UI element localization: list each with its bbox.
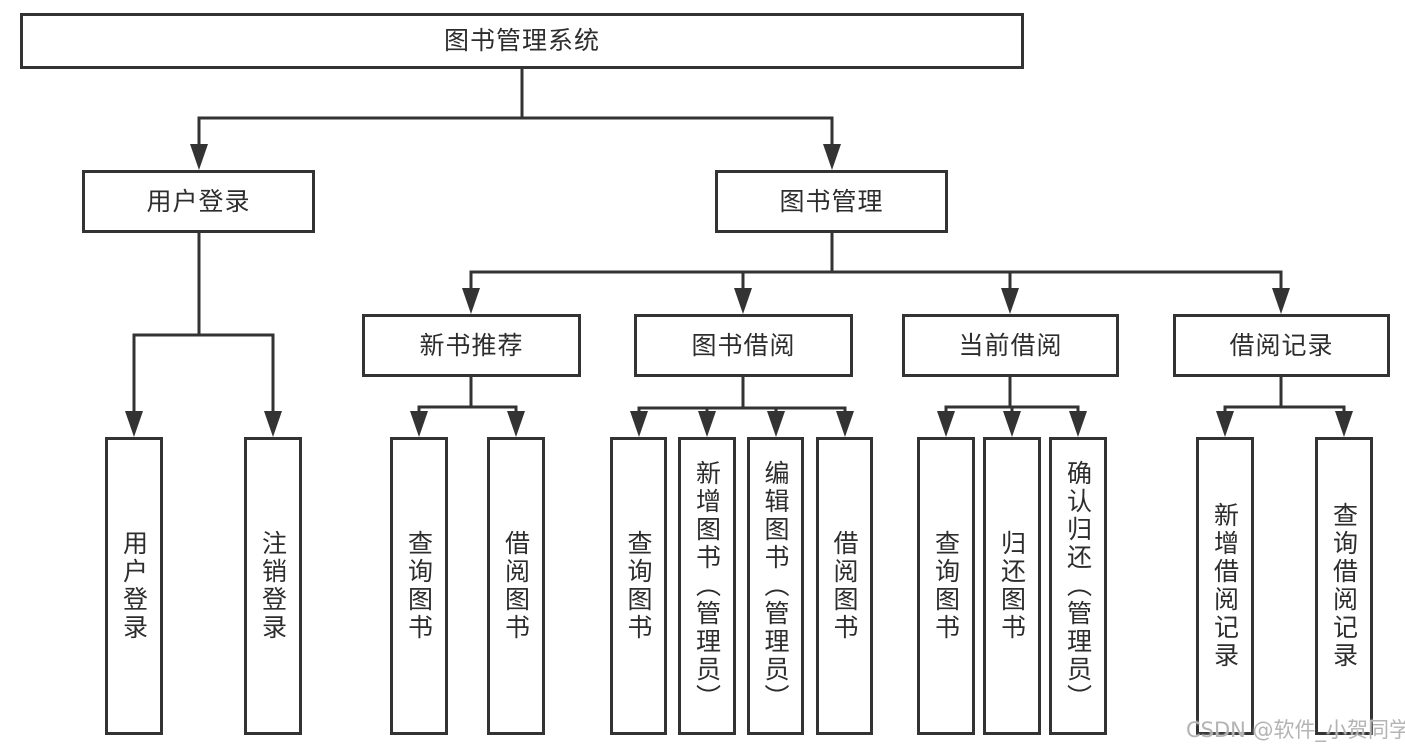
node-label-edit-books: 编辑图书（管理员） (761, 460, 790, 712)
node-query-books-1: 查询图书 (390, 437, 448, 735)
node-query-books-3: 查询图书 (917, 437, 975, 735)
node-user-login-leaf: 用户登录 (105, 437, 163, 735)
node-label-borrow-books-1: 借阅图书 (501, 530, 531, 642)
node-user-login: 用户登录 (82, 170, 315, 233)
node-label-return-books: 归还图书 (997, 530, 1027, 642)
node-label-query-books-1: 查询图书 (404, 530, 434, 642)
node-query-books-2: 查询图书 (610, 437, 667, 735)
node-label-borrowing-records: 借阅记录 (1229, 330, 1334, 360)
node-borrowing-records: 借阅记录 (1173, 314, 1390, 377)
node-logout: 注销登录 (244, 437, 302, 735)
node-label-root: 图书管理系统 (443, 26, 600, 55)
node-label-user-login-leaf: 用户登录 (119, 530, 149, 642)
node-label-current-borrowing: 当前借阅 (958, 330, 1063, 360)
node-label-add-borrow-record: 新增借阅记录 (1210, 502, 1240, 670)
node-label-query-borrow-record: 查询借阅记录 (1329, 502, 1359, 670)
node-current-borrowing: 当前借阅 (902, 314, 1119, 377)
node-label-query-books-3: 查询图书 (931, 530, 961, 642)
node-label-query-books-2: 查询图书 (624, 530, 653, 642)
node-confirm-return: 确认归还（管理员） (1049, 437, 1107, 735)
node-label-logout: 注销登录 (258, 530, 288, 642)
node-edit-books: 编辑图书（管理员） (747, 437, 804, 735)
node-book-borrowing: 图书借阅 (634, 314, 853, 377)
node-label-add-books: 新增图书（管理员） (692, 460, 722, 712)
node-label-user-login: 用户登录 (146, 186, 251, 216)
node-query-borrow-record: 查询借阅记录 (1315, 437, 1373, 735)
node-label-new-book-recommend: 新书推荐 (419, 330, 524, 360)
node-label-confirm-return: 确认归还（管理员） (1063, 460, 1093, 712)
node-root: 图书管理系统 (20, 13, 1024, 69)
node-label-book-borrowing: 图书借阅 (691, 330, 796, 360)
node-borrow-books-2: 借阅图书 (816, 437, 873, 735)
node-label-book-management: 图书管理 (779, 186, 884, 216)
node-add-books: 新增图书（管理员） (678, 437, 736, 735)
node-label-borrow-books-2: 借阅图书 (830, 530, 859, 642)
node-return-books: 归还图书 (983, 437, 1041, 735)
node-new-book-recommend: 新书推荐 (362, 314, 581, 377)
node-add-borrow-record: 新增借阅记录 (1196, 437, 1254, 735)
watermark: CSDN @软件_小贺同学 (1186, 718, 1405, 742)
node-book-management: 图书管理 (715, 170, 948, 233)
node-borrow-books-1: 借阅图书 (487, 437, 545, 735)
